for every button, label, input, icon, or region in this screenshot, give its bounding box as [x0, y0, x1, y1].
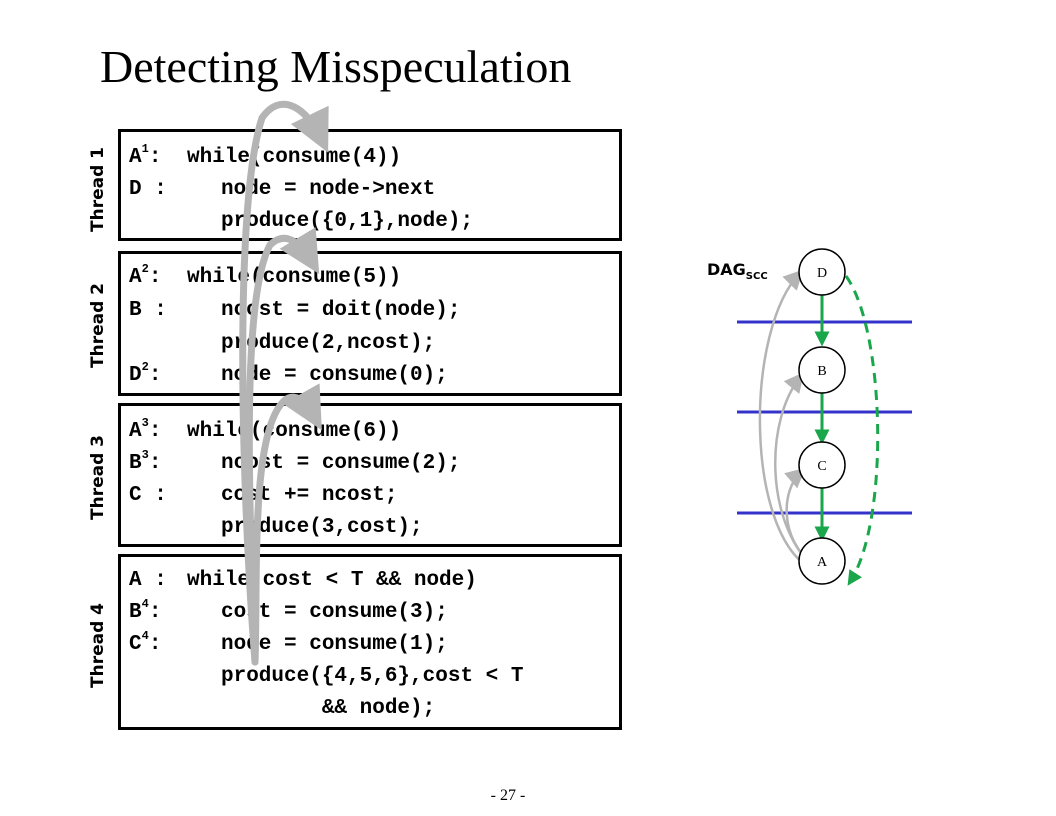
code-line-prefix: D :	[129, 178, 167, 201]
code-statement-superscript: 2	[141, 262, 149, 276]
dag-title: DAGSCC	[707, 260, 768, 282]
code-text: produce(3,cost);	[221, 516, 423, 539]
code-line: A :while(cost < T && node)	[129, 569, 477, 593]
code-statement-id: B	[129, 299, 142, 322]
code-line-prefix: C :	[129, 484, 167, 507]
code-statement-superscript: 2	[141, 360, 149, 374]
code-line-prefix: B3:	[129, 449, 162, 475]
code-text: ncost = doit(node);	[221, 299, 461, 322]
code-statement-superscript: 3	[141, 416, 149, 430]
thread-1-code-box: A1:while(consume(4))D :node = node->next…	[118, 129, 622, 241]
code-text: produce({4,5,6},cost < T	[221, 665, 524, 688]
code-separator: :	[141, 569, 167, 592]
code-statement-superscript: 4	[141, 597, 149, 611]
code-line: B : ncost = doit(node);	[129, 299, 460, 323]
code-separator: :	[141, 484, 167, 507]
code-separator: :	[148, 633, 162, 656]
dag-title-main: DAG	[707, 260, 746, 279]
code-separator: :	[148, 146, 162, 169]
code-statement-id: C	[129, 633, 142, 656]
dag-node-a: A	[798, 537, 846, 585]
dag-node-c: C	[798, 441, 846, 489]
code-separator: :	[148, 420, 162, 443]
code-line-prefix: A1:	[129, 143, 162, 169]
communication-arrows	[239, 100, 329, 666]
code-line-prefix: A :	[129, 569, 167, 592]
code-line: D2:node = consume(0);	[129, 361, 448, 388]
code-statement-superscript: 4	[141, 629, 149, 643]
code-text: produce(2,ncost);	[221, 332, 436, 355]
dag-node-d-label: D	[817, 266, 827, 281]
slide-title: Detecting Misspeculation	[100, 41, 572, 92]
thread-4-code-box: A :while(cost < T && node)B4:cost = cons…	[118, 554, 622, 730]
code-separator: :	[148, 601, 162, 624]
dag-node-b-label: B	[817, 364, 826, 379]
code-line-prefix: B4:	[129, 598, 162, 624]
code-statement-id: A	[129, 146, 142, 169]
dag-node-a-label: A	[817, 555, 828, 570]
code-statement-superscript: 3	[141, 448, 149, 462]
comm-arrow-to-thread-1	[239, 100, 329, 666]
dag-forward-edges	[814, 275, 880, 586]
code-separator: :	[141, 178, 167, 201]
code-statement-id: A	[129, 266, 142, 289]
dag-back-edges	[758, 269, 814, 570]
code-line-prefix: D2:	[129, 361, 162, 387]
code-line-prefix: C4:	[129, 630, 162, 656]
dag-nodes: D B C A	[798, 248, 846, 585]
code-line-prefix: B :	[129, 299, 167, 322]
code-line-prefix: A2:	[129, 263, 162, 289]
code-statement-id: D	[129, 364, 142, 387]
dag-node-d: D	[798, 248, 846, 296]
dag-node-b: B	[798, 346, 846, 394]
back-edge-a-to-d	[758, 269, 811, 570]
edge-d-to-a-dashed	[844, 275, 880, 586]
thread-2-code-box: A2:while(consume(5))B :ncost = doit(node…	[118, 251, 622, 396]
comm-arrow-to-thread-3	[251, 383, 322, 666]
code-statement-id: A	[129, 569, 142, 592]
code-statement-id: B	[129, 452, 142, 475]
code-text: while(consume(4))	[187, 146, 402, 169]
code-separator: :	[148, 364, 162, 387]
code-line: A1: while(consume(4))	[129, 143, 401, 170]
dag-title-subscript: SCC	[745, 271, 768, 283]
code-statement-id: B	[129, 601, 142, 624]
code-separator: :	[148, 266, 162, 289]
code-separator: :	[141, 299, 167, 322]
code-statement-id: A	[129, 420, 142, 443]
code-separator: :	[148, 452, 162, 475]
code-line-prefix: A3:	[129, 417, 162, 443]
code-statement-id: D	[129, 178, 142, 201]
page-number: - 27 -	[490, 787, 526, 804]
dag-partition-lines	[737, 320, 912, 515]
comm-arrow-to-thread-2	[245, 227, 320, 666]
code-text: && node);	[221, 697, 436, 720]
dag-node-c-label: C	[817, 459, 826, 474]
code-statement-superscript: 1	[141, 142, 149, 156]
code-statement-id: C	[129, 484, 142, 507]
